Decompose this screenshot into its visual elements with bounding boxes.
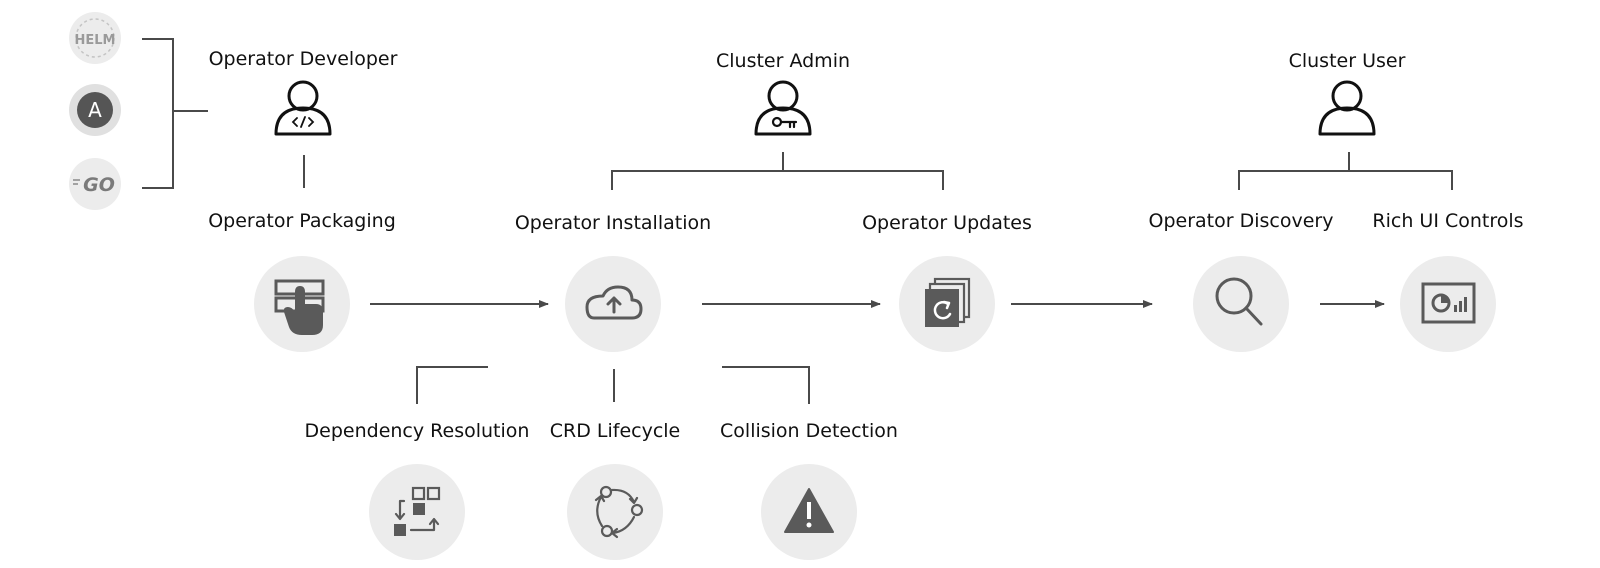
rich-ui-label: Rich UI Controls [1372, 210, 1523, 232]
lifecycle-cycle-icon [594, 485, 644, 539]
installation-label: Operator Installation [515, 212, 711, 234]
user-bracket [1238, 152, 1453, 190]
rich-ui-node [1400, 256, 1496, 352]
go-logo: GO [69, 158, 121, 210]
cloud-upload-icon [585, 285, 643, 320]
admin-bracket [611, 152, 944, 190]
layers-refresh-icon [925, 277, 971, 327]
installation-node [565, 256, 661, 352]
ansible-logo: A [69, 84, 121, 136]
search-icon [1215, 277, 1263, 326]
dashboard-icon [1421, 282, 1476, 324]
discovery-node [1193, 256, 1289, 352]
dependency-label: Dependency Resolution [305, 420, 530, 442]
collision-connector [722, 366, 810, 404]
user-label: Cluster User [1289, 50, 1406, 72]
developer-label: Operator Developer [209, 48, 398, 70]
discovery-label: Operator Discovery [1149, 210, 1334, 232]
crd-label: CRD Lifecycle [550, 420, 681, 442]
collision-label: Collision Detection [720, 420, 898, 442]
dependency-blocks-icon [394, 486, 441, 536]
svg-text:GO: GO [83, 174, 115, 196]
dependency-node [369, 464, 465, 560]
crd-node [567, 464, 663, 560]
package-hand-icon [274, 279, 325, 335]
updates-label: Operator Updates [862, 212, 1032, 234]
dependency-connector [416, 366, 488, 404]
helm-logo: HELM [69, 12, 121, 64]
warning-icon [784, 488, 834, 533]
developer-person-icon [274, 80, 332, 136]
svg-text:HELM: HELM [75, 33, 116, 48]
packaging-node [254, 256, 350, 352]
packaging-label: Operator Packaging [208, 210, 396, 232]
updates-node [899, 256, 995, 352]
svg-text:A: A [88, 98, 102, 122]
admin-label: Cluster Admin [716, 50, 850, 72]
collision-node [761, 464, 857, 560]
admin-person-icon [754, 80, 812, 136]
user-person-icon [1318, 80, 1376, 136]
tools-bracket [142, 38, 208, 189]
